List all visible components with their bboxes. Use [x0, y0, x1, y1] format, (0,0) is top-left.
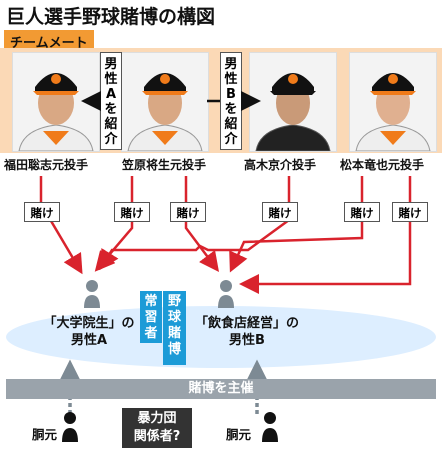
intro-b-char: 介 — [224, 132, 238, 147]
gambling-char: 球 — [167, 310, 181, 325]
habitual-char: 常 — [144, 294, 158, 309]
participants-ellipse — [6, 306, 436, 368]
male-a-person-icon — [84, 280, 100, 308]
male-b-name: 男性B — [229, 333, 265, 348]
player-photo-4 — [349, 52, 437, 152]
player-name-2: 笠原将生元投手 — [122, 158, 207, 172]
gambling-char: 野 — [167, 294, 181, 309]
intro-b-char: 男 — [224, 57, 238, 72]
intro-a-char: 男 — [104, 57, 118, 72]
intro-a-char: を — [104, 102, 118, 117]
bookie-right-label: 胴元 — [226, 427, 252, 442]
bookie-left-icon — [62, 412, 78, 442]
male-a-name: 男性A — [70, 333, 108, 348]
intro-b-char: を — [224, 102, 238, 117]
player-name-1: 福田聡志元投手 — [4, 158, 89, 172]
intro-a-box: 男 性 A を 紹 介 — [100, 52, 122, 150]
gambling-host-bar: 賭博を主催 — [6, 379, 436, 399]
habitual-label: 常 習 者 — [140, 291, 162, 343]
player-portrait-icon — [250, 53, 336, 151]
male-a-label: 「大学院生」の 男性A — [34, 315, 144, 349]
gambling-char: 博 — [167, 342, 181, 357]
player-photo-3 — [249, 52, 337, 152]
bet-label-4: 賭け — [262, 202, 298, 222]
male-b-person-icon — [218, 280, 234, 308]
intro-b-char: 紹 — [224, 117, 238, 132]
intro-a-char: 紹 — [104, 117, 118, 132]
intro-a-char: A — [105, 87, 117, 102]
player-portrait-icon — [350, 53, 436, 151]
intro-a-char: 性 — [104, 72, 118, 87]
section-label: チームメート — [4, 30, 94, 53]
bookie-right-icon — [262, 412, 278, 442]
intro-b-box: 男 性 B を 紹 介 — [220, 52, 242, 150]
bet-label-2: 賭け — [114, 202, 150, 222]
male-b-label: 「飲食店経営」の 男性B — [188, 315, 306, 349]
player-portrait-icon — [122, 53, 208, 151]
player-photo-2 — [121, 52, 209, 152]
baseball-gambling-label: 野 球 賭 博 — [163, 291, 186, 365]
bookie-left-label: 胴元 — [32, 427, 58, 442]
intro-b-char: B — [226, 87, 236, 102]
diagram-title: 巨人選手野球賭博の構図 — [6, 6, 216, 28]
habitual-char: 習 — [144, 310, 158, 325]
intro-b-char: 性 — [224, 72, 238, 87]
bet-label-5: 賭け — [344, 202, 380, 222]
male-b-desc: 「飲食店経営」の — [194, 316, 299, 331]
bet-label-3: 賭け — [170, 202, 206, 222]
yakuza-line2: 関係者? — [133, 429, 181, 444]
player-name-4: 松本竜也元投手 — [340, 158, 425, 172]
player-photo-1 — [12, 52, 100, 152]
habitual-char: 者 — [144, 326, 158, 341]
yakuza-line1: 暴力団 — [137, 411, 177, 426]
bet-label-1: 賭け — [24, 202, 60, 222]
male-a-desc: 「大学院生」の — [43, 316, 135, 331]
yakuza-box: 暴力団 関係者? — [122, 408, 192, 448]
intro-a-char: 介 — [104, 132, 118, 147]
bet-label-6: 賭け — [392, 202, 428, 222]
gambling-char: 賭 — [167, 326, 181, 341]
player-name-3: 高木京介投手 — [244, 158, 317, 172]
